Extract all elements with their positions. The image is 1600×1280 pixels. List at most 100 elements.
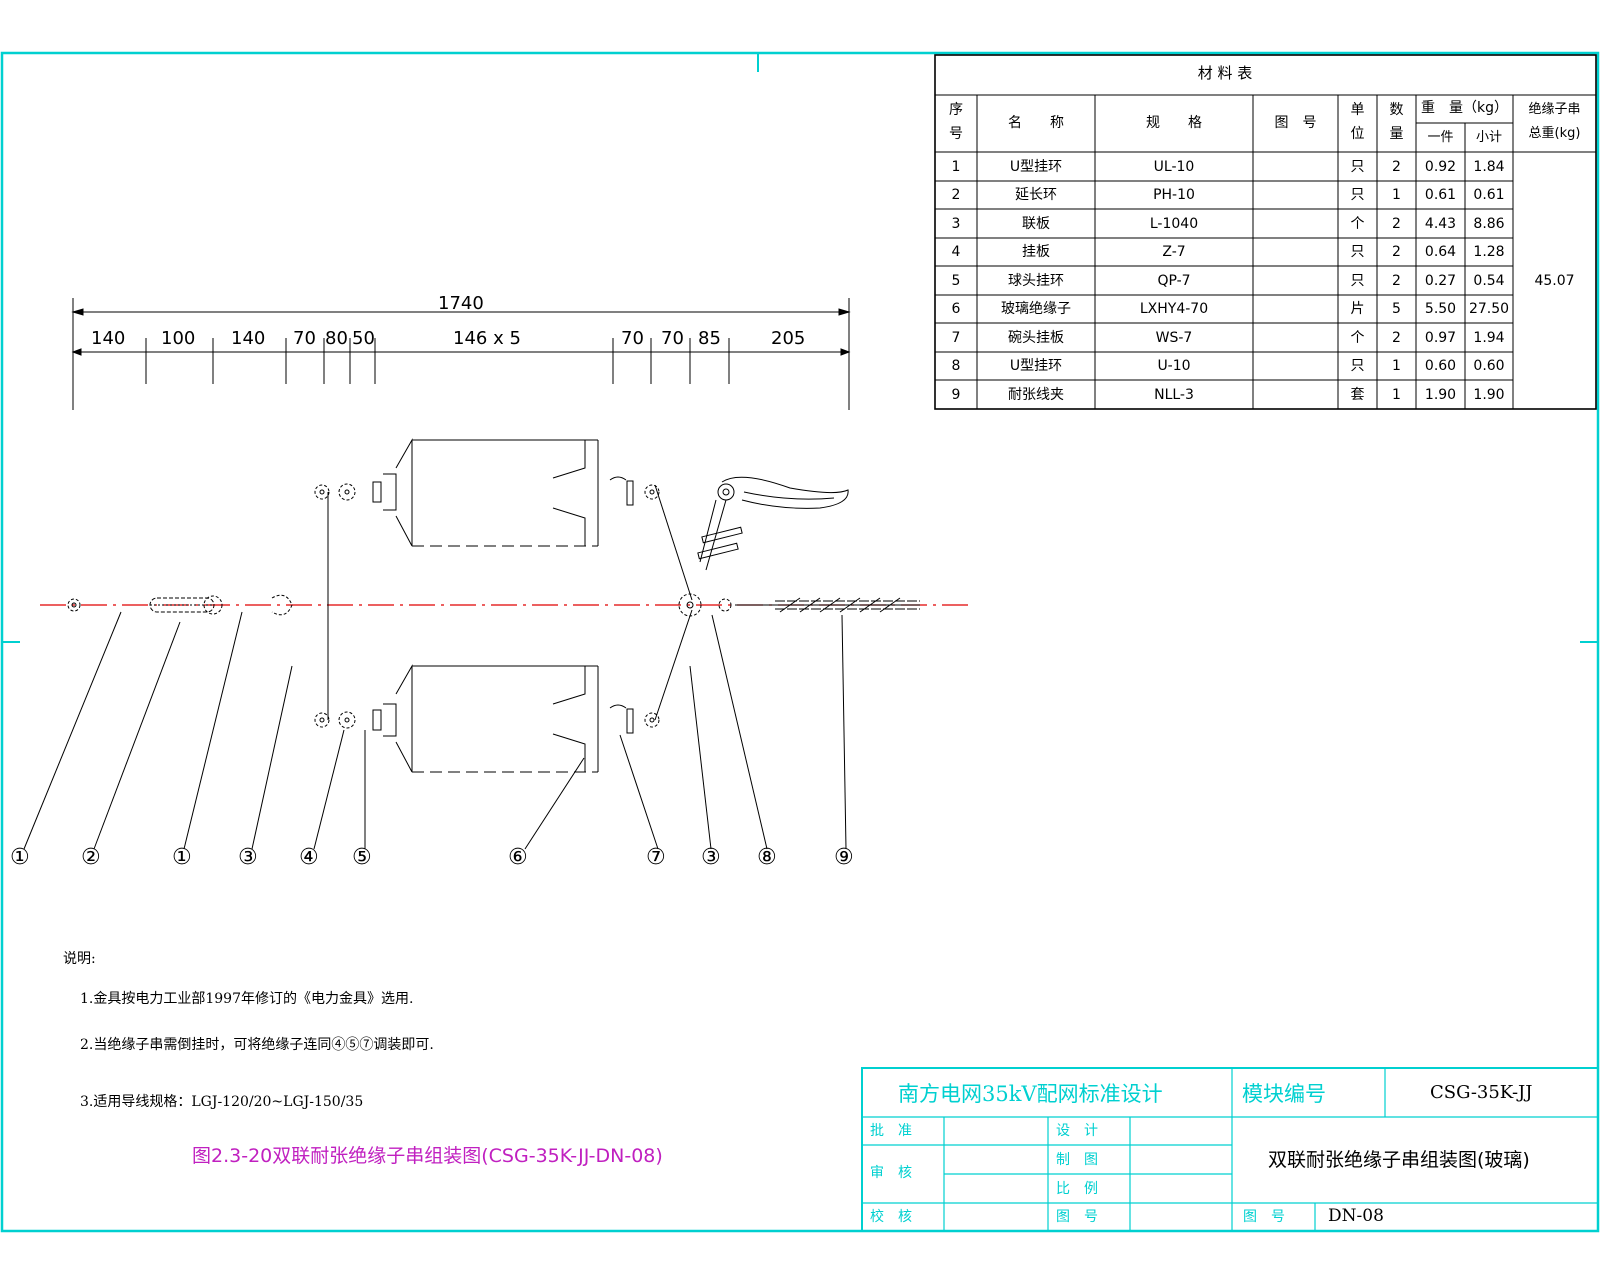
cell-weight-each: 1.90 <box>1424 387 1457 403</box>
header-spec: 规 格 <box>1146 115 1202 131</box>
material-table-title: 材 料 表 <box>1197 64 1253 82</box>
dim-segment: 70 <box>293 328 316 349</box>
note-item: 2.当绝缘子串需倒挂时，可将绝缘子连同④⑤⑦调装即可. <box>80 1037 434 1053</box>
cell-spec: NLL-3 <box>1154 387 1194 403</box>
note-item: 3.适用导线规格：LGJ-120/20~LGJ-150/35 <box>80 1094 364 1110</box>
cell-weight-each: 0.61 <box>1424 187 1457 203</box>
header-no-2: 号 <box>949 126 963 142</box>
cell-weight-each: 0.97 <box>1424 330 1457 346</box>
cell-spec: LXHY4-70 <box>1139 301 1209 317</box>
callout-balloon: ⑦ <box>646 845 666 870</box>
dim-segment: 140 <box>231 328 266 349</box>
cell-unit: 只 <box>1350 187 1365 203</box>
dim-segment: 140 <box>91 328 126 349</box>
cell-no: 5 <box>951 273 961 289</box>
cell-qty: 1 <box>1392 358 1401 374</box>
cell-unit: 套 <box>1350 387 1365 403</box>
cell-weight-subtotal: 0.60 <box>1473 358 1505 374</box>
figure-caption: 图2.3-20双联耐张绝缘子串组装图(CSG-35K-JJ-DN-08) <box>192 1145 663 1167</box>
callout-balloon: ③ <box>701 845 721 870</box>
cell-weight-each: 0.92 <box>1424 159 1457 175</box>
callout-balloon: ⑤ <box>352 845 372 870</box>
header-drawing-no: 图 号 <box>1274 115 1317 131</box>
cell-unit: 片 <box>1350 301 1365 317</box>
dim-segment: 50 <box>352 328 375 349</box>
header-qty-2: 量 <box>1389 126 1404 142</box>
cell-unit: 个 <box>1350 216 1365 232</box>
cell-no: 2 <box>951 187 961 203</box>
cell-name: 延长环 <box>1015 187 1057 203</box>
header-weight-subtotal: 小计 <box>1475 130 1502 145</box>
module-code: CSG-35K-JJ <box>1430 1082 1533 1103</box>
cell-spec: PH-10 <box>1153 187 1195 203</box>
cell-name: 耐张线夹 <box>1008 387 1064 403</box>
dim-segment: 205 <box>771 328 806 349</box>
cell-name: 联板 <box>1022 216 1050 232</box>
cell-qty: 2 <box>1392 273 1401 289</box>
cell-weight-subtotal: 1.28 <box>1473 244 1505 260</box>
label-check: 校 核 <box>870 1209 912 1225</box>
header-unit-2: 位 <box>1350 126 1365 142</box>
callout-balloon: ② <box>81 845 101 870</box>
cell-spec: Z-7 <box>1162 244 1186 260</box>
cell-qty: 2 <box>1392 330 1401 346</box>
header-total-1: 绝缘子串 <box>1528 102 1581 117</box>
dim-segment: 100 <box>161 328 196 349</box>
drawing-no: DN-08 <box>1328 1206 1384 1226</box>
cell-qty: 5 <box>1392 301 1401 317</box>
drawing-no-label: 图 号 <box>1243 1209 1285 1225</box>
header-name: 名 称 <box>1008 115 1064 131</box>
cell-weight-each: 0.60 <box>1424 358 1457 374</box>
label-design: 设 计 <box>1056 1123 1098 1139</box>
callout-balloon: ⑥ <box>508 845 528 870</box>
cell-weight-subtotal: 8.86 <box>1473 216 1505 232</box>
cell-qty: 2 <box>1392 216 1401 232</box>
cell-name: U型挂环 <box>1009 358 1063 374</box>
label-scale: 比 例 <box>1056 1181 1098 1197</box>
cell-unit: 只 <box>1350 159 1365 175</box>
dim-segment: 146 x 5 <box>453 328 521 349</box>
drawing-title: 双联耐张绝缘子串组装图(玻璃) <box>1268 1149 1530 1171</box>
cell-no: 1 <box>951 159 961 175</box>
cell-weight-subtotal: 1.94 <box>1473 330 1505 346</box>
cell-no: 3 <box>951 216 961 232</box>
label-drafting: 制 图 <box>1056 1152 1098 1168</box>
label-drawing-no: 图 号 <box>1056 1209 1098 1225</box>
cell-qty: 1 <box>1392 187 1401 203</box>
callout-balloon: ⑨ <box>834 845 854 870</box>
cell-name: 碗头挂板 <box>1008 330 1064 346</box>
cell-no: 9 <box>951 387 961 403</box>
cell-no: 7 <box>951 330 961 346</box>
cell-name: 球头挂环 <box>1008 273 1064 289</box>
cell-weight-each: 5.50 <box>1424 301 1457 317</box>
header-no-1: 序 <box>949 102 963 118</box>
dimension-lines <box>71 298 851 410</box>
assembly-drawing <box>23 438 920 850</box>
dim-segment: 85 <box>698 328 721 349</box>
cell-no: 6 <box>951 301 961 317</box>
cell-unit: 只 <box>1350 244 1365 260</box>
cell-name: U型挂环 <box>1009 159 1063 175</box>
cell-name: 挂板 <box>1022 244 1050 260</box>
dim-segment: 80 <box>325 328 348 349</box>
cell-unit: 只 <box>1350 273 1365 289</box>
project-name: 南方电网35kV配网标准设计 <box>898 1082 1163 1106</box>
label-approve: 批 准 <box>870 1123 912 1139</box>
cell-weight-each: 4.43 <box>1424 216 1457 232</box>
cell-name: 玻璃绝缘子 <box>1001 301 1071 317</box>
title-block-lines <box>861 1067 1599 1232</box>
cell-no: 8 <box>951 358 961 374</box>
callout-balloon: ③ <box>238 845 258 870</box>
callout-balloon: ④ <box>299 845 319 870</box>
cell-qty: 2 <box>1392 244 1401 260</box>
header-weight-each: 一件 <box>1427 130 1454 145</box>
cell-weight-subtotal: 0.61 <box>1473 187 1505 203</box>
material-table-lines <box>934 54 1597 410</box>
cell-weight-subtotal: 1.84 <box>1473 159 1505 175</box>
dim-segment: 70 <box>621 328 644 349</box>
note-item: 1.金具按电力工业部1997年修订的《电力金具》选用. <box>80 991 414 1007</box>
dim-total: 1740 <box>438 293 484 314</box>
label-review: 审 核 <box>870 1165 912 1181</box>
